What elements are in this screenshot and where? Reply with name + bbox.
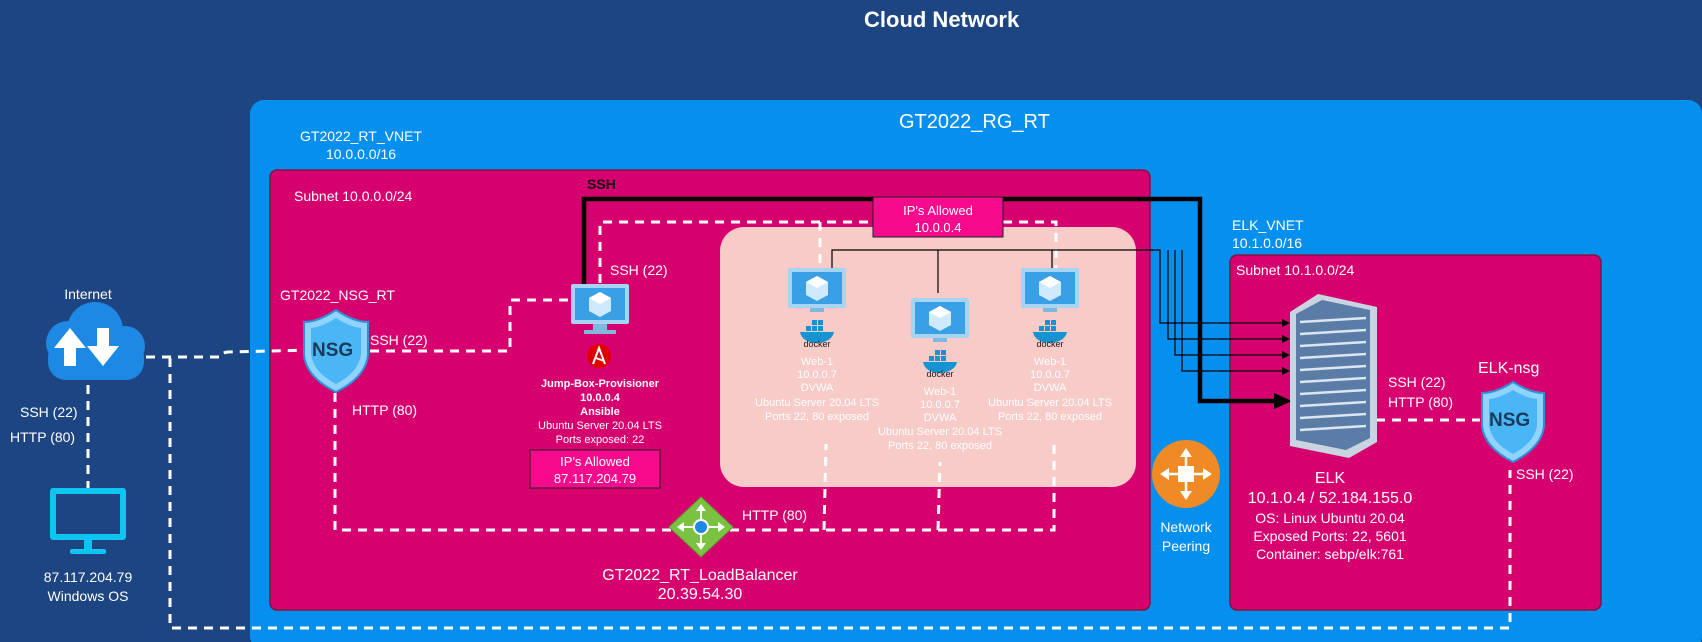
elk-ip: 10.1.0.4 / 52.184.155.0 [1247,490,1413,507]
docker-label-1: docker [803,339,831,349]
elk-server-icon [1290,294,1377,458]
web-2-ports: Ports 22, 80 exposed [888,440,992,452]
nsg-to-jumpbox-link [370,298,575,353]
elk-ports: Exposed Ports: 22, 5601 [1253,528,1407,544]
web-to-elk-line-2 [1167,250,1288,340]
web-1-os: Ubuntu Server 20.04 LTS [755,397,879,409]
docker-label-3: docker [1036,339,1064,349]
docker-icon-2 [923,350,957,373]
loadbalancer-name: GT2022_RT_LoadBalancer [602,567,798,584]
docker-icon-3 [1033,320,1067,343]
web-1-ports: Ports 22, 80 exposed [765,411,869,423]
elk-nsg-shield-icon [1481,380,1545,464]
nsg-name: GT2022_NSG_RT [280,287,395,303]
nsg-to-loadbalancer-link [333,393,675,532]
subnet-label: Subnet 10.0.0.0/24 [294,188,413,204]
elk-subnet-label: Subnet 10.1.0.0/24 [1236,262,1355,278]
internet-cloud-icon [46,302,145,380]
loadbalancer-to-web2-link [936,461,942,531]
docker-icon-1 [800,320,834,343]
internet-http-label: HTTP (80) [10,429,76,445]
nsg-icon-text: NSG [312,340,354,361]
ips-allowed-jump-title: IP's Allowed [560,454,630,469]
web-1-ip: 10.0.0.7 [797,369,837,381]
web-1-name: Web-1 [800,356,834,368]
elk-ssh-label: SSH (22) [1388,374,1446,390]
elk-nsg-icon-text: NSG [1489,410,1531,431]
windows-client-monitor-icon [50,488,126,554]
elk-nsg-name: ELK-nsg [1478,360,1540,377]
web-vm-1-icon [788,268,846,312]
ips-allowed-top-ip: 10.0.0.4 [914,220,962,235]
elk-container: Container: sebp/elk:761 [1256,546,1404,562]
internet-to-nsg-link [146,348,313,359]
web1-to-elk-line [831,249,1288,324]
web-2-ip: 10.0.0.7 [920,399,960,411]
loadbalancer-ip: 20.39.54.30 [657,586,743,603]
loadbalancer-to-webs-link [730,444,1056,532]
client-os-label: Windows OS [47,588,129,604]
elk-vnet-cidr: 10.1.0.0/16 [1232,235,1303,251]
internet-ssh-label: SSH (22) [20,404,78,420]
jumpbox-vm-icon [571,284,629,334]
web-3-os: Ubuntu Server 20.04 LTS [988,397,1112,409]
ansible-icon [587,344,611,368]
docker-label-2: docker [926,369,954,379]
resource-group-label: GT2022_RG_RT [899,111,1050,133]
jumpbox-ports: Ports exposed: 22 [555,434,645,446]
elk-http-label: HTTP (80) [1388,394,1454,410]
nsg-shield-icon [303,308,369,394]
elk-nsg-ssh-label: SSH (22) [1516,466,1574,482]
ips-allowed-jump-ip: 87.117.204.79 [553,471,637,486]
ssh-route-label: SSH [587,176,616,192]
peering-label-line2: Peering [1161,538,1211,554]
network-peering-icon [1152,440,1220,508]
web-2-app: DVWA [923,412,957,424]
vnet-cidr: 10.0.0.0/16 [325,146,397,162]
elk-vnet-name: ELK_VNET [1232,217,1304,233]
jumpbox-to-webs-link [598,220,1058,283]
client-ip-label: 87.117.204.79 [43,569,133,585]
web-3-app: DVWA [1033,382,1067,394]
elk-name: ELK [1314,470,1346,487]
elk-os: OS: Linux Ubuntu 20.04 [1255,510,1405,526]
ips-allowed-top-title: IP's Allowed [903,203,973,218]
nsg-http-label: HTTP (80) [352,402,418,418]
load-balancer-icon [668,496,734,558]
web-3-name: Web-1 [1033,356,1067,368]
vnet-name: GT2022_RT_VNET [300,128,422,144]
nsg-ssh-label: SSH (22) [370,332,428,348]
jumpbox-os: Ubuntu Server 20.04 LTS [538,420,662,432]
ips-allowed-jump-box [529,449,661,489]
ips-allowed-top-box [872,196,1004,238]
jumpbox-ip: 10.0.0.4 [580,392,620,404]
ssh-route [581,196,1278,404]
web-to-elk-line-3 [1174,250,1288,356]
ssh-route-arrowhead [1274,393,1292,409]
web-2-name: Web-1 [923,386,957,398]
web-vm-3-icon [1021,268,1079,312]
peering-label-line1: Network [1160,519,1212,535]
web-vm-2-icon [911,298,969,342]
jumpbox-ssh-label: SSH (22) [610,262,668,278]
diagram-title: Cloud Network [864,7,1020,32]
web-3-ports: Ports 22, 80 exposed [998,411,1102,423]
internet-to-elk-link [168,358,1512,630]
web-to-elk-line-4 [1181,250,1288,372]
loadbalancer-http-label: HTTP (80) [742,507,808,523]
web-1-app: DVWA [800,382,834,394]
web-2-os: Ubuntu Server 20.04 LTS [878,426,1002,438]
jumpbox-name: Jump-Box-Provisioner [541,378,659,390]
web-3-ip: 10.0.0.7 [1030,369,1070,381]
jumpbox-software: Ansible [580,406,620,418]
loadbalancer-to-web1-link [822,443,828,531]
internet-label: Internet [64,286,112,302]
